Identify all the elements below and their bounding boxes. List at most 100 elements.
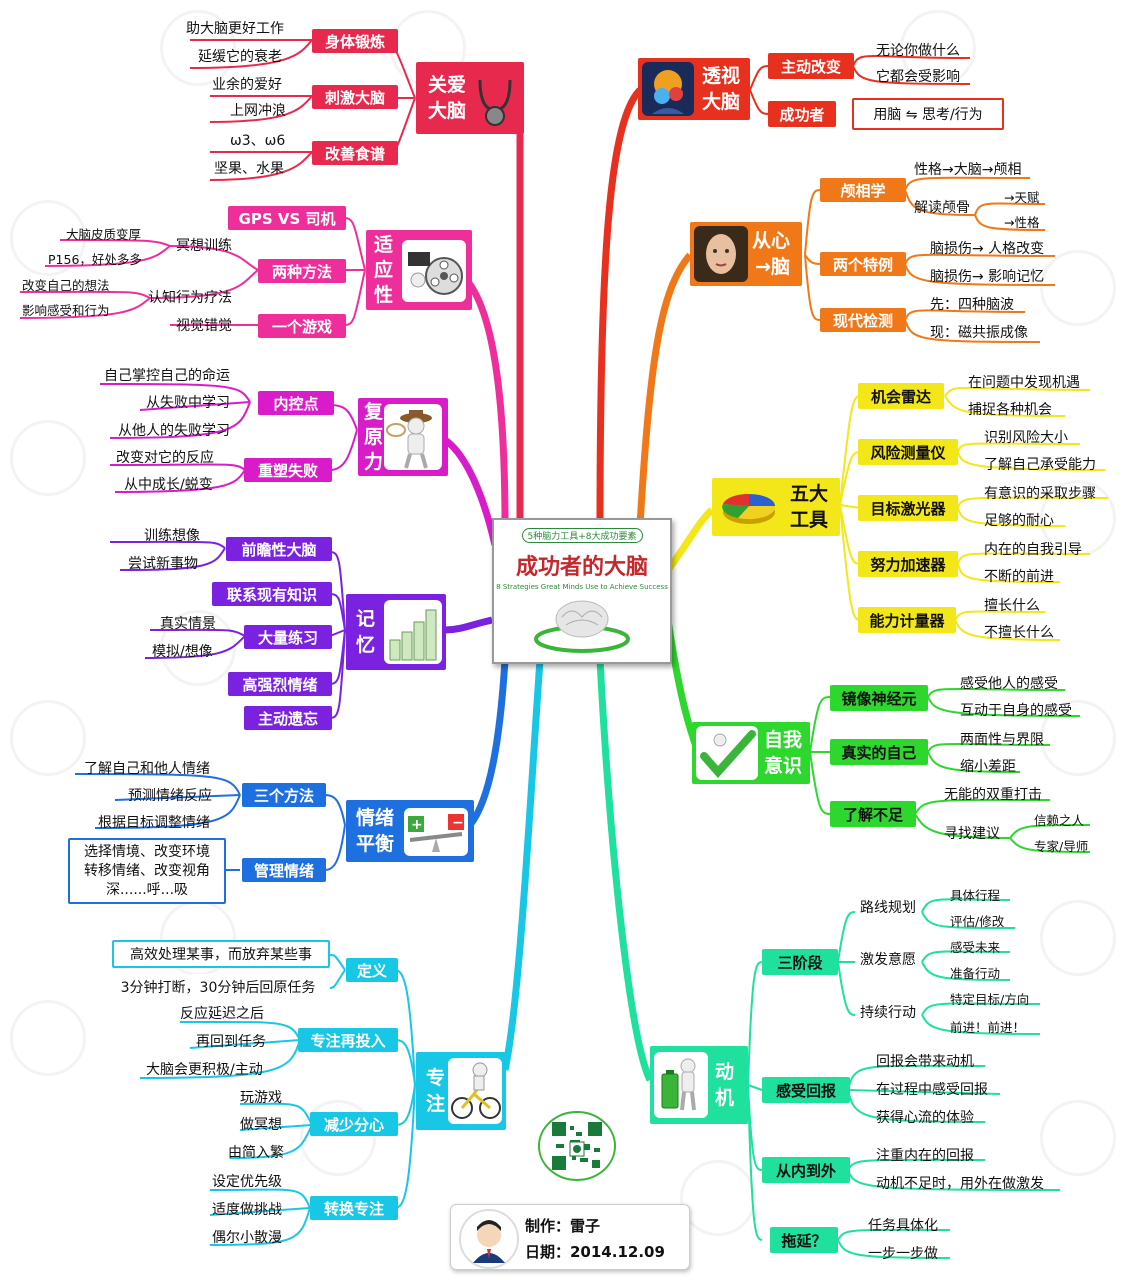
leaf: 获得心流的体验 [876,1110,974,1126]
leaf: →天赋 [1004,190,1040,205]
watermark-face [1040,900,1116,976]
sub-guanliqingxu[interactable]: 管理情绪 [242,858,326,882]
leaf: 回报会带来动机 [876,1054,974,1070]
watermark-face [1040,250,1116,326]
sub-mubiaojiguangqi[interactable]: 目标激光器 [858,495,958,521]
leaf: 评估/修改 [950,914,1005,929]
sub-shentiduanlian[interactable]: 身体锻炼 [312,29,398,53]
sub-zhuanzhuzaitouru[interactable]: 专注再投入 [298,1028,398,1052]
sub-dingyi[interactable]: 定义 [346,958,398,982]
sub-zhudongyiwang[interactable]: 主动遗忘 [244,706,332,730]
central-topic[interactable]: 5种脑力工具+8大成功要素 成功者的大脑 8 Strategies Great … [492,518,672,664]
leaf: 影响感受和行为 [22,303,110,318]
branch-zhuanzhu-line1: 专 [426,1067,446,1089]
sub-nulijiasuqi[interactable]: 努力加速器 [858,551,958,577]
leaf: 性格→大脑→颅相 [914,162,1022,178]
leaf: 玩游戏 [240,1090,282,1106]
leaf: 做冥想 [240,1117,282,1133]
qr-code-icon [536,1108,618,1186]
leaf: 了解自己和他人情绪 [84,761,210,777]
leaf: 解读颅骨 [914,200,970,216]
leaf: 改变自己的想法 [22,278,110,293]
sub-neikongdian[interactable]: 内控点 [258,391,334,415]
branch-shiying-line1: 适 [374,233,394,256]
sub-liaojiebuzu[interactable]: 了解不足 [830,801,916,827]
leaf: 脑损伤→ 影响记忆 [930,269,1045,285]
sub-chenggongzhe[interactable]: 成功者 [768,101,836,127]
sub-liangzhongfangfa[interactable]: 两种方法 [258,259,346,283]
leaf: 缩小差距 [960,759,1016,775]
leaf: 坚果、水果 [214,161,284,177]
sub-chongsushibai[interactable]: 重塑失败 [244,458,332,482]
leaf: 改变对它的反应 [116,450,214,466]
sub-nengliji[interactable]: 能力计量器 [858,607,956,633]
leaf: 设定优先级 [212,1174,282,1190]
sub-sanjieduan[interactable]: 三阶段 [762,949,838,975]
leaf: 大脑皮质变厚 [66,227,142,242]
checkmark-figure-icon [696,726,758,780]
watermark-face [10,700,86,776]
sub-fengxianceliangyi[interactable]: 风险测量仪 [858,439,958,465]
watermark-face [1040,1100,1116,1176]
leaf: 感受他人的感受 [960,676,1058,692]
leaf: 足够的耐心 [984,513,1054,529]
sub-lianxixianyou[interactable]: 联系现有知识 [212,582,332,606]
sub-cijidanao[interactable]: 刺激大脑 [312,85,398,109]
sub-luxiangxue[interactable]: 颅相学 [820,178,906,202]
brain-gears-icon [642,62,694,116]
sub-tuoyan[interactable]: 拖延？ [770,1227,838,1253]
leaf: 动机不足时，用外在做激发 [876,1176,1044,1192]
sub-daliangliangxi[interactable]: 大量练习 [244,625,332,649]
cowboy-figure-icon [384,404,442,470]
leaf: 偶尔小散漫 [212,1230,282,1246]
branch-congxin-line1: 从心 [751,230,790,252]
sub-jihuileida[interactable]: 机会雷达 [858,383,944,409]
box-line: 选择情境、改变环境 [84,843,210,860]
leaf: 真实情景 [160,616,216,632]
sub-zhudonggaibian[interactable]: 主动改变 [768,53,854,79]
branch-wuda-line1: 五大 [789,483,828,505]
sub-zhuanhuanzhuanzhu[interactable]: 转换专注 [310,1196,398,1220]
leaf: 具体行程 [950,888,1001,903]
leaf: 在问题中发现机遇 [968,375,1080,391]
sub-yigeyouxi[interactable]: 一个游戏 [258,314,346,338]
sub-gaoqianglie[interactable]: 高强烈情绪 [228,672,332,696]
leaf: ω3、ω6 [230,133,286,149]
leaf: 了解自己承受能力 [984,457,1096,473]
sub-zhenshideziji[interactable]: 真实的自己 [830,739,928,765]
leaf: 从失败中学习 [146,395,230,411]
sub-qianzhanxing[interactable]: 前瞻性大脑 [226,537,332,561]
manage-emotion-box: 选择情境、改变环境 转移情绪、改变视角 深......呼...吸 [68,838,226,904]
watermark-face [160,10,236,86]
sub-lianggeteli[interactable]: 两个特例 [820,252,906,276]
sub-jingxiang[interactable]: 镜像神经元 [830,685,928,711]
branch-dongji-line2: 机 [714,1087,734,1109]
sub-sangefangfa[interactable]: 三个方法 [242,783,326,807]
definition-box-1: 高效处理某事，而放弃某些事 [112,940,330,968]
branch-qingxu-line2: 平衡 [356,833,395,855]
svg-text:+: + [411,817,423,833]
branch-zhuanzhu-line2: 注 [426,1093,446,1115]
leaf: 根据目标调整情绪 [98,815,210,831]
svg-text:−: − [452,815,464,831]
sub-jianshaofenxin[interactable]: 减少分心 [310,1112,398,1136]
watermark-face [10,420,86,496]
sub-gaishanshipu[interactable]: 改善食谱 [312,141,398,165]
leaf: 感受未来 [950,940,1001,955]
leaf: 路线规划 [860,900,916,916]
sub-congneidaowai[interactable]: 从内到外 [762,1157,850,1183]
film-reel-icon [402,240,466,302]
leaf: 持续行动 [860,1005,916,1021]
branch-guanai[interactable]: 关爱 大脑 [416,62,524,134]
sub-xiandaijiance[interactable]: 现代检测 [820,308,906,332]
leaf: 内在的自我引导 [984,542,1082,558]
branch-shiying-line2: 应 [374,258,394,281]
leaf: P156，好处多多 [48,252,142,267]
leaf: 认知行为疗法 [148,290,232,306]
sub-ganshouhuibao[interactable]: 感受回报 [762,1077,850,1103]
leaf: 无能的双重打击 [944,787,1042,803]
sub-gps[interactable]: GPS VS 司机 [228,206,346,230]
leaf: 自己掌控自己的命运 [104,368,230,384]
